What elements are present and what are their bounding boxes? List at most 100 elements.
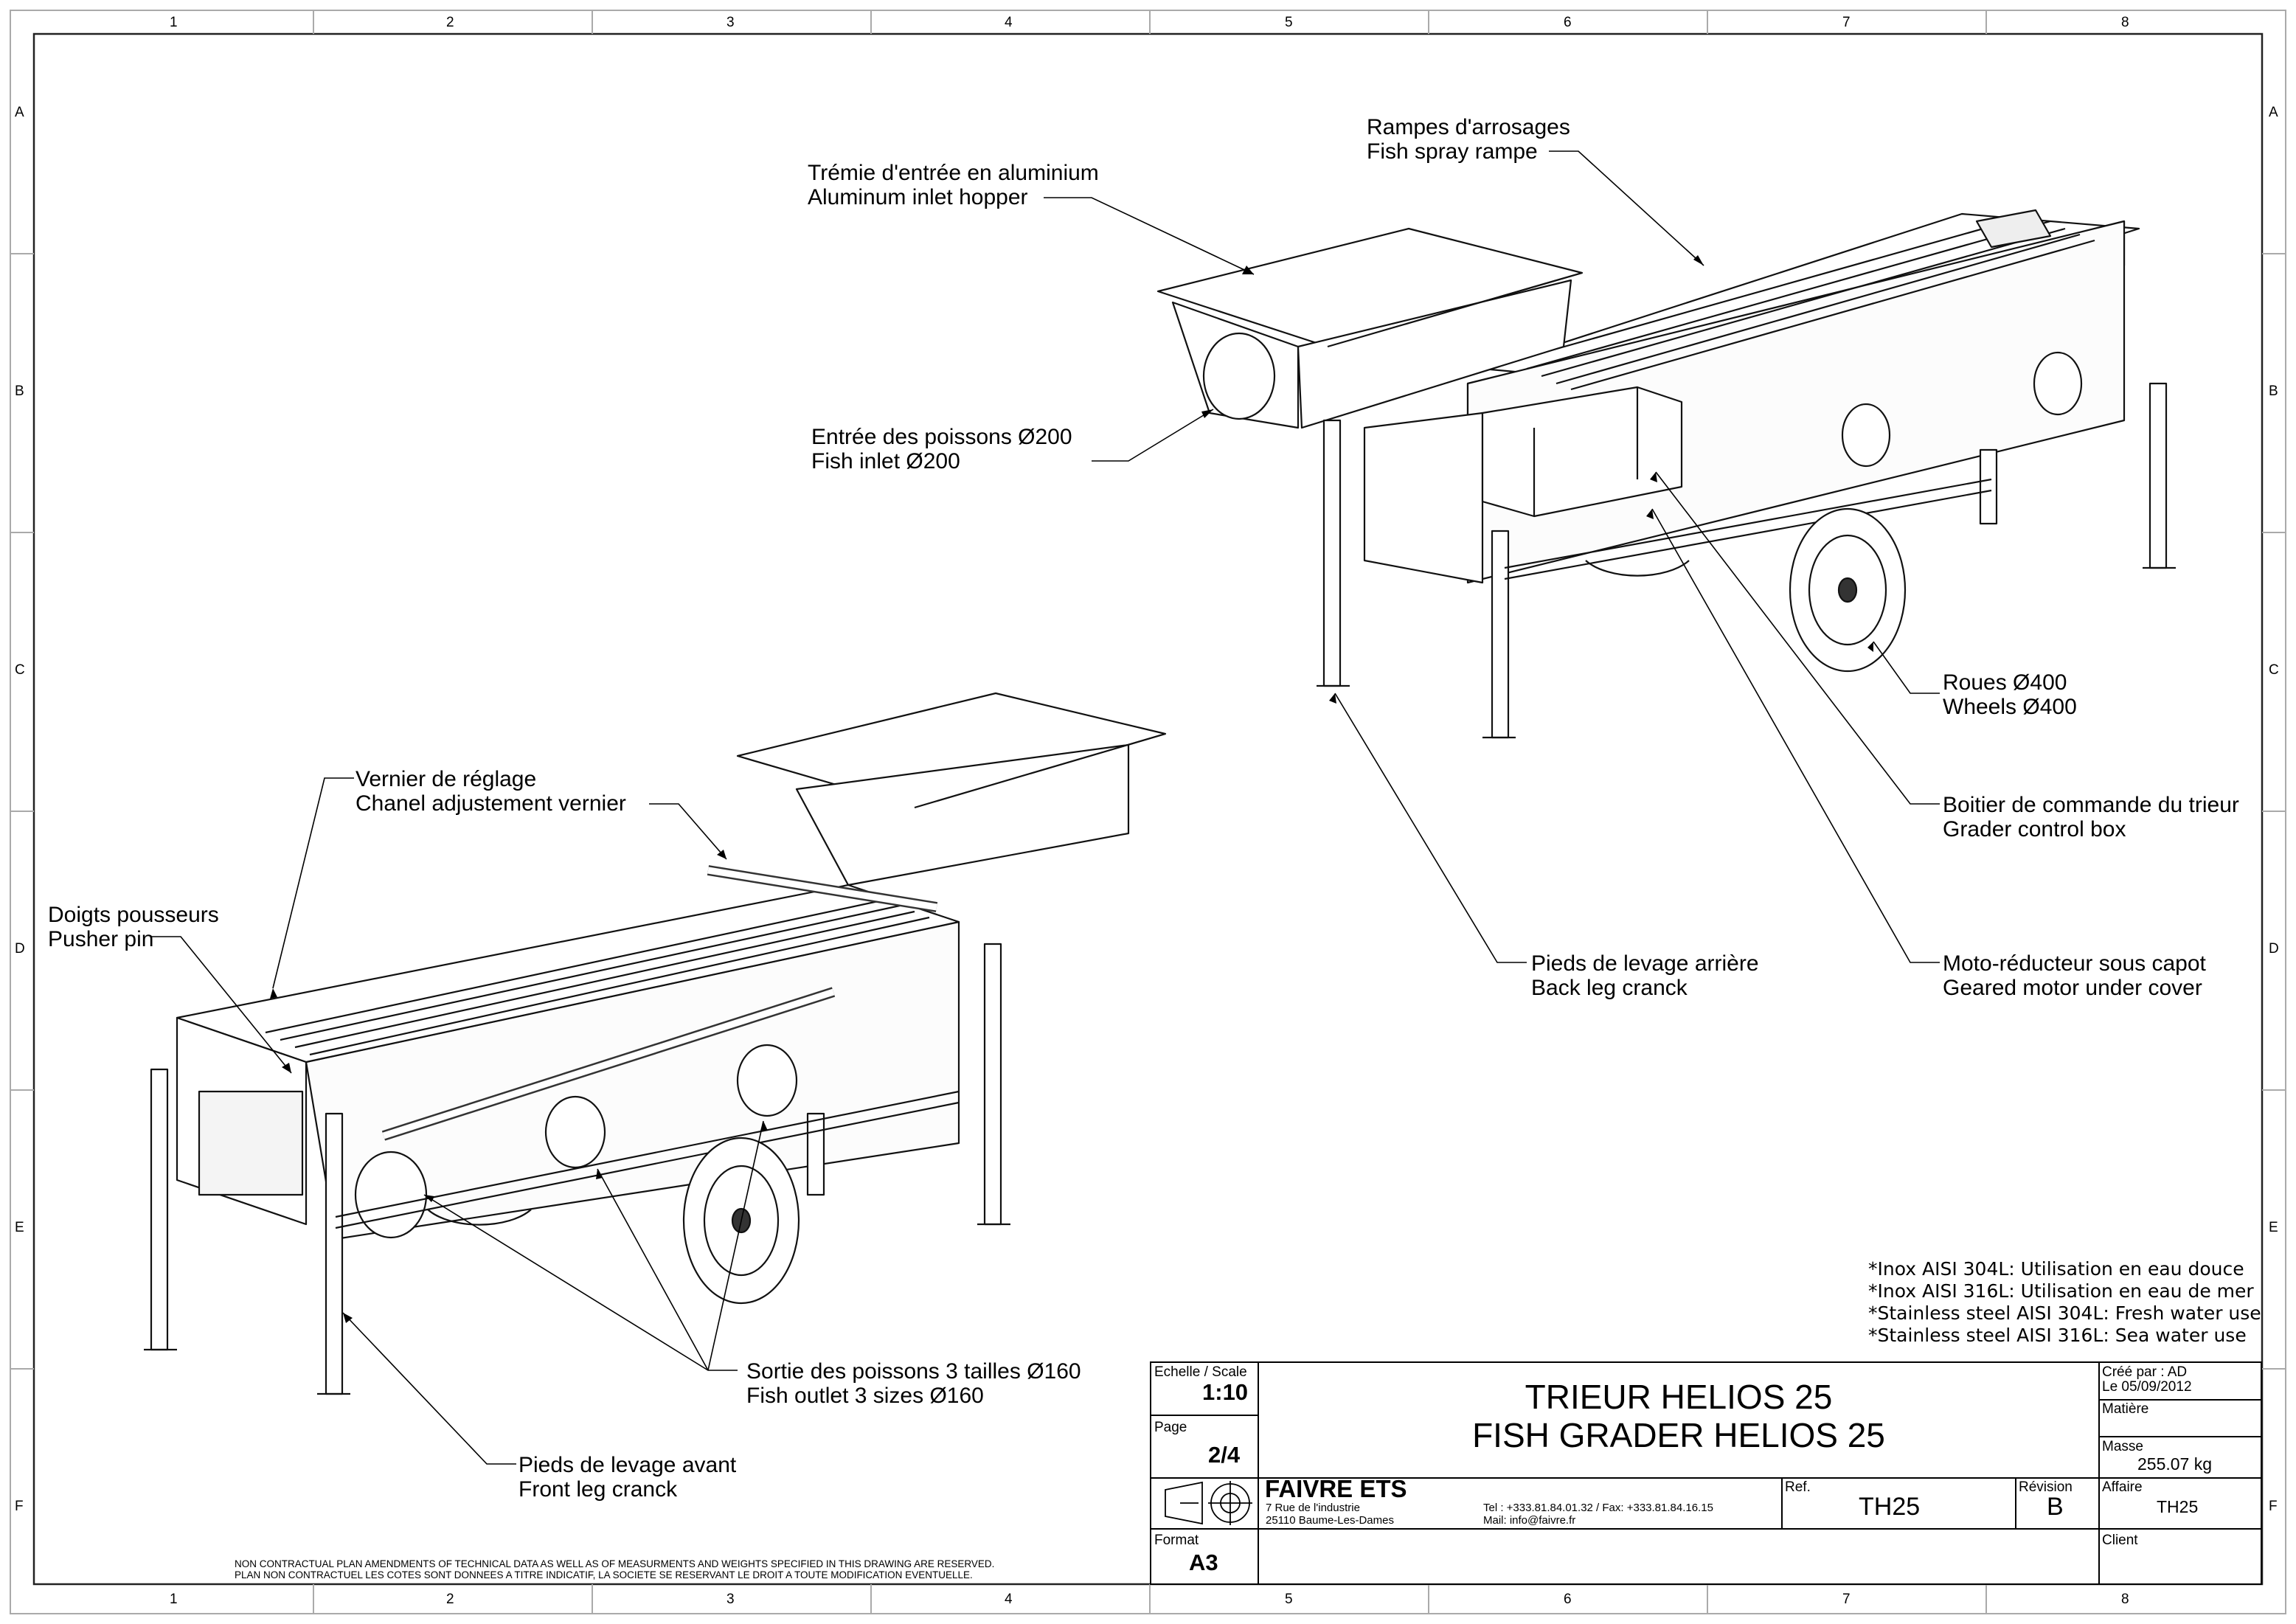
callout-back-leg: Pieds de levage arrière Back leg cranck: [1531, 951, 1759, 1000]
zone-col-8-bottom: 8: [2121, 1592, 2129, 1607]
callout-geared-motor: Moto-réducteur sous capot Geared motor u…: [1943, 951, 2206, 1000]
inner-border: [32, 32, 2264, 1586]
zone-col-2: 2: [446, 15, 454, 30]
page-label: Page: [1154, 1420, 1187, 1435]
callout-fish-outlet-fr: Sortie des poissons 3 tailles Ø160: [746, 1359, 1081, 1384]
zone-col-5: 5: [1285, 15, 1293, 30]
right-machine-drawing: [1156, 209, 2176, 739]
callout-control-box: Boitier de commande du trieur Grader con…: [1943, 793, 2239, 842]
callout-wheels-en: Wheels Ø400: [1943, 695, 2077, 719]
disclaimer-line-en: NON CONTRACTUAL PLAN AMENDMENTS OF TECHN…: [235, 1558, 995, 1569]
left-outlet-2: [544, 1095, 606, 1169]
zone-row-b: B: [15, 384, 24, 399]
callout-fish-inlet-fr: Entrée des poissons Ø200: [811, 425, 1072, 449]
zone-row-d-right: D: [2269, 941, 2279, 957]
title-block-frame: [1150, 1361, 2262, 1585]
left-leg-1: [150, 1068, 169, 1351]
callout-front-leg-en: Front leg cranck: [518, 1477, 678, 1502]
format-label: Format: [1154, 1533, 1199, 1548]
left-leg-3: [806, 1112, 825, 1196]
disclaimer: NON CONTRACTUAL PLAN AMENDMENTS OF TECHN…: [235, 1558, 994, 1580]
revision-label: Révision: [2019, 1479, 2073, 1495]
right-leg-1: [1322, 419, 1342, 687]
zone-row-d: D: [15, 941, 25, 957]
callout-control-box-en: Grader control box: [1943, 817, 2126, 842]
left-hopper-front: [795, 743, 1130, 886]
callout-wheels-fr: Roues Ø400: [1943, 670, 2067, 695]
callout-front-leg: Pieds de levage avant Front leg cranck: [518, 1453, 736, 1502]
callout-back-leg-fr: Pieds de levage arrière: [1531, 951, 1759, 976]
callout-pusher: Doigts pousseurs Pusher pin: [48, 903, 219, 951]
scale-value: 1:10: [1202, 1379, 1249, 1405]
callout-inlet-hopper-fr: Trémie d'entrée en aluminium: [808, 161, 1099, 185]
material-note: *Stainless steel AISI 316L: Sea water us…: [1868, 1325, 2247, 1346]
page-value: 2/4: [1208, 1442, 1241, 1468]
zone-row-f: F: [15, 1499, 24, 1514]
callout-spray-rampe-fr: Rampes d'arrosages: [1367, 115, 1570, 139]
callout-spray-rampe-en: Fish spray rampe: [1367, 139, 1538, 164]
left-outlet-1: [354, 1151, 428, 1239]
zone-row-f-right: F: [2269, 1499, 2278, 1514]
material-note: *Stainless steel AISI 304L: Fresh water …: [1868, 1302, 2261, 1324]
drawing-title: TRIEUR HELIOS 25 FISH GRADER HELIOS 25: [1258, 1378, 2099, 1454]
right-leg-2: [1491, 530, 1510, 739]
callout-geared-motor-fr: Moto-réducteur sous capot: [1943, 951, 2206, 976]
zone-col-1: 1: [170, 15, 178, 30]
ref-label: Ref.: [1785, 1479, 1811, 1495]
drawing-title-en: FISH GRADER HELIOS 25: [1472, 1416, 1885, 1454]
company-phone: Tel : +333.81.84.01.32 / Fax: +333.81.84…: [1483, 1502, 1713, 1514]
callout-vernier: Vernier de réglage Chanel adjustement ve…: [356, 767, 626, 816]
drawing-title-fr: TRIEUR HELIOS 25: [1525, 1378, 1833, 1416]
callout-vernier-fr: Vernier de réglage: [356, 767, 537, 791]
zone-ticks: [10, 10, 2286, 1614]
callout-fish-inlet-en: Fish inlet Ø200: [811, 449, 960, 473]
zone-col-3-bottom: 3: [726, 1592, 735, 1607]
material-note: *Inox AISI 304L: Utilisation en eau douc…: [1868, 1258, 2244, 1280]
company-address-line2: 25110 Baume-Les-Dames: [1266, 1514, 1394, 1527]
projection-symbol: [1165, 1481, 1252, 1525]
zone-col-3: 3: [726, 15, 735, 30]
left-leg-4: [983, 943, 1002, 1226]
left-machine-drawing: [144, 692, 1167, 1395]
leader-lines: [151, 150, 1940, 1465]
zone-col-7-bottom: 7: [1842, 1592, 1851, 1607]
zone-col-4: 4: [1005, 15, 1013, 30]
zone-row-e: E: [15, 1220, 24, 1235]
callout-inlet-hopper: Trémie d'entrée en aluminium Aluminum in…: [808, 161, 1099, 209]
zone-col-2-bottom: 2: [446, 1592, 454, 1607]
zone-col-1-bottom: 1: [170, 1592, 178, 1607]
right-fish-inlet: [1202, 332, 1276, 420]
company-address: 7 Rue de l'industrie 25110 Baume-Les-Dam…: [1266, 1502, 1394, 1527]
company-name: FAIVRE ETS: [1265, 1475, 1407, 1502]
company-contact: Tel : +333.81.84.01.32 / Fax: +333.81.84…: [1483, 1502, 1713, 1527]
zone-col-6-bottom: 6: [1564, 1592, 1572, 1607]
right-outlet-1: [1841, 403, 1891, 468]
disclaimer-line-fr: PLAN NON CONTRACTUEL LES COTES SONT DONN…: [235, 1569, 973, 1580]
callout-front-leg-fr: Pieds de levage avant: [518, 1453, 737, 1477]
zone-col-6: 6: [1564, 15, 1572, 30]
callout-wheels: Roues Ø400 Wheels Ø400: [1943, 670, 2077, 719]
callout-back-leg-en: Back leg cranck: [1531, 976, 1688, 1000]
client-label: Client: [2102, 1533, 2138, 1548]
material-note: *Inox AISI 316L: Utilisation en eau de m…: [1868, 1280, 2254, 1302]
zone-col-7: 7: [1842, 15, 1851, 30]
zone-row-e-right: E: [2269, 1220, 2278, 1235]
revision-value: B: [2047, 1493, 2064, 1521]
material-notes: *Inox AISI 304L: Utilisation en eau douc…: [1868, 1258, 2261, 1347]
leader-arrowheads: [270, 255, 1873, 1323]
zone-row-b-right: B: [2269, 384, 2278, 399]
zone-col-5-bottom: 5: [1285, 1592, 1293, 1607]
callout-vernier-en: Chanel adjustement vernier: [356, 791, 626, 816]
matiere-label: Matière: [2102, 1401, 2149, 1417]
right-leg-4: [2148, 382, 2168, 569]
right-outlet-2: [2033, 351, 2083, 416]
created-on: Le 05/09/2012: [2102, 1379, 2192, 1395]
right-leg-3: [1979, 448, 1998, 525]
callout-spray-rampe: Rampes d'arrosages Fish spray rampe: [1367, 115, 1570, 164]
callout-inlet-hopper-en: Aluminum inlet hopper: [808, 185, 1028, 209]
ref-value: TH25: [1859, 1493, 1921, 1521]
format-value: A3: [1189, 1550, 1218, 1575]
zone-row-a-right: A: [2269, 105, 2278, 120]
company-address-line1: 7 Rue de l'industrie: [1266, 1502, 1360, 1514]
zone-col-8: 8: [2121, 15, 2129, 30]
